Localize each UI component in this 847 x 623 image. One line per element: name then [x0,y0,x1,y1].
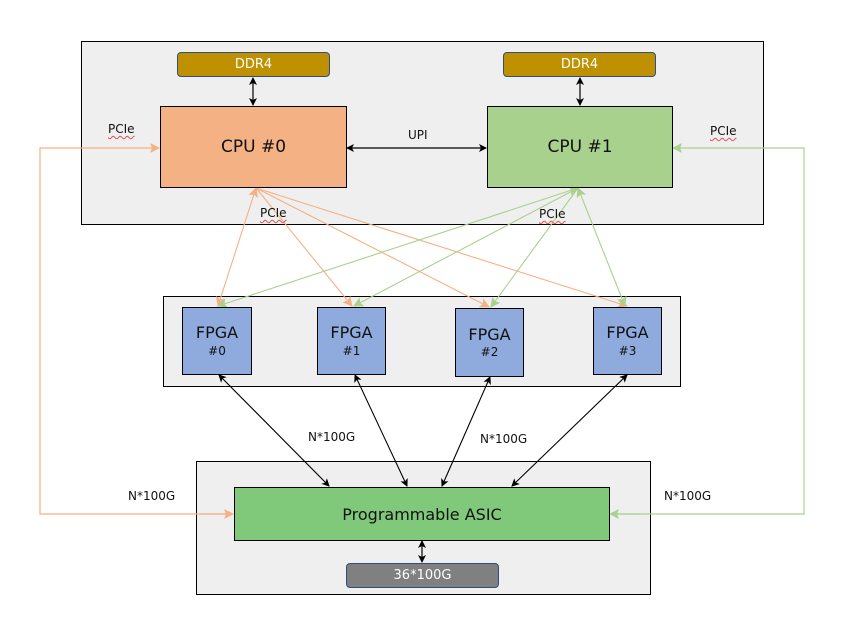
fpga-asic-bandwidth-left-label: N*100G [308,430,356,444]
programmable-asic-block: Programmable ASIC [234,487,610,541]
cpu1-fpga3-link [576,187,627,307]
asic-cpu0-pcie-link [39,143,232,515]
asic-label: Programmable ASIC [342,504,502,524]
pcie-bottom-left-label: PCIe [260,206,287,220]
cpu1-asic-bandwidth-label: N*100G [664,489,712,503]
asic-cpu1-pcie-link [610,143,805,515]
fpga-3: FPGA #3 [593,307,662,375]
fpga1-asic-link [354,374,408,487]
ddr4-right-label: DDR4 [560,57,599,72]
pcie-bottom-right-label: PCIe [539,207,566,221]
ddr4-left: DDR4 [177,52,330,77]
cpu0-block: CPU #0 [160,106,347,188]
fpga-3-title: FPGA [606,323,649,343]
pcie-left-label: PCIe [108,122,135,136]
cpu1-fpga2-link [490,187,579,308]
cpu0-fpga2-link [255,187,490,308]
cpu0-asic-bandwidth-label: N*100G [128,489,176,503]
fpga0-asic-link [218,374,330,487]
upi-label: UPI [408,128,428,142]
fpga-2-id: #2 [480,345,499,360]
cpu0-label: CPU #0 [220,137,287,157]
fpga-0-title: FPGA [195,323,239,343]
ddr4-left-label: DDR4 [234,57,273,72]
fpga-1: FPGA #1 [317,307,386,375]
fpga-2: FPGA #2 [455,308,524,377]
cpu0-fpga3-link [255,187,628,309]
pcie-right-label: PCIe [710,124,737,138]
fpga2-asic-link [441,376,491,487]
fpga-0: FPGA #0 [182,307,252,375]
fpga-asic-bandwidth-right-label: N*100G [480,432,528,446]
fpga3-asic-link [511,374,628,487]
ports-label: 36*100G [393,568,452,583]
cpu1-block: CPU #1 [487,106,673,188]
cpu1-fpga0-link [217,186,579,308]
fpga-1-title: FPGA [330,323,373,343]
cpu1-label: CPU #1 [547,137,613,157]
fpga-0-id: #0 [208,343,226,358]
ddr4-right: DDR4 [503,52,656,77]
fpga-3-id: #3 [618,343,637,358]
fpga-1-id: #1 [342,343,361,358]
ports-block: 36*100G [346,563,499,588]
cpu1-fpga1-link [353,187,579,307]
cpu0-fpga0-link [215,187,259,307]
fpga-2-title: FPGA [468,324,511,344]
